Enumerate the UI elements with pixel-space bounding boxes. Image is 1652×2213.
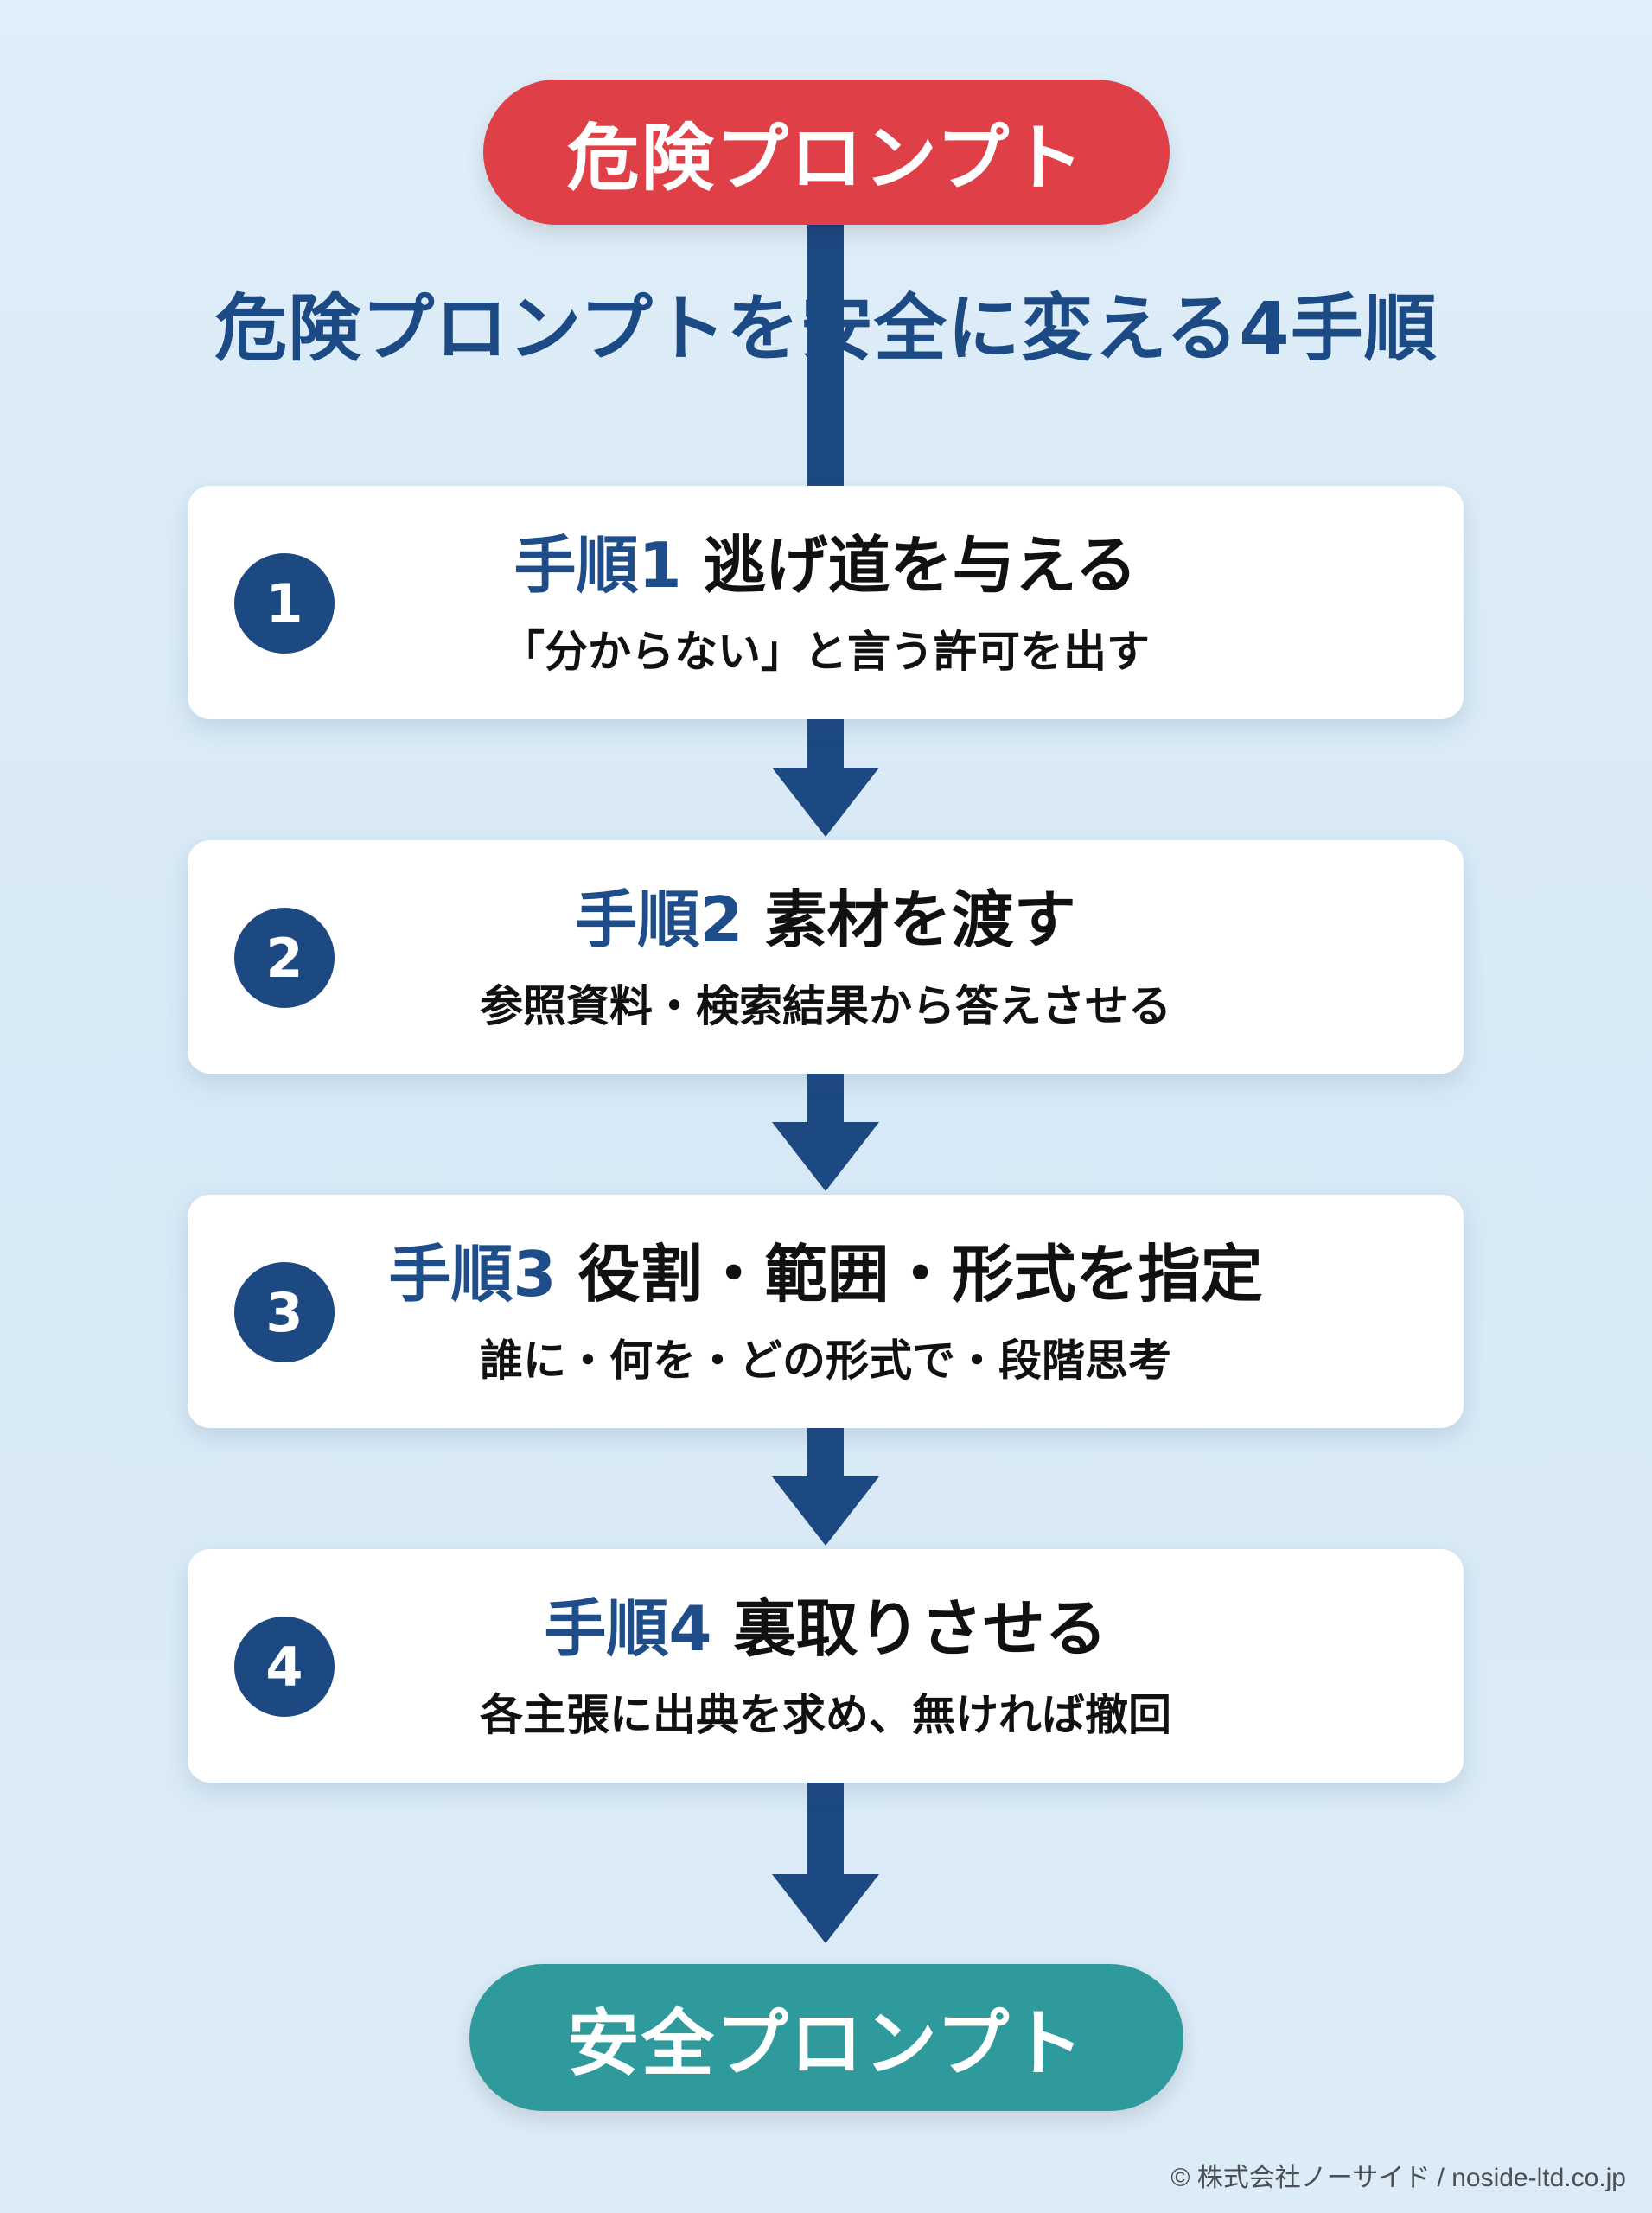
step-heading: 手順3 役割・範囲・形式を指定 <box>188 1231 1464 1317</box>
step-heading: 手順2 素材を渡す <box>188 877 1464 963</box>
arrow-head-2-3 <box>772 1122 879 1191</box>
step-card-2: 2 手順2 素材を渡す 参照資料・検索結果から答えさせる <box>188 840 1464 1074</box>
step-number-badge: 4 <box>234 1617 335 1717</box>
step-label: 手順2 <box>575 883 743 956</box>
step-title: 役割・範囲・形式を指定 <box>577 1238 1263 1311</box>
step-card-4: 4 手順4 裏取りさせる 各主張に出典を求め、無ければ撤回 <box>188 1549 1464 1783</box>
diagram-title: 危険プロンプトを安全に変える4手順 <box>214 286 1438 371</box>
step-description: 各主張に出典を求め、無ければ撤回 <box>480 1690 1171 1740</box>
step-heading: 手順4 裏取りさせる <box>188 1585 1464 1672</box>
step-number-badge: 2 <box>234 908 335 1008</box>
connector-line-3-4 <box>807 1426 844 1480</box>
step-title: 逃げ道を与える <box>703 529 1138 602</box>
end-node-label: 安全プロンプト <box>566 2000 1086 2086</box>
arrow-head-1-2 <box>772 768 879 837</box>
step-label: 手順1 <box>513 529 682 602</box>
step-number-badge: 3 <box>234 1262 335 1362</box>
copyright-credit: © 株式会社ノーサイド / noside-ltd.co.jp <box>1170 2164 1626 2192</box>
step-label: 手順3 <box>388 1238 557 1311</box>
end-node-safe-prompt: 安全プロンプト <box>469 1964 1183 2111</box>
start-node-danger-prompt: 危険プロンプト <box>482 80 1170 225</box>
step-title: 素材を渡す <box>764 883 1076 956</box>
step-number-badge: 1 <box>234 553 335 654</box>
connector-line-4-end <box>807 1781 844 1878</box>
start-node-label: 危険プロンプト <box>566 115 1086 201</box>
step-card-1: 1 手順1 逃げ道を与える 「分からない」と言う許可を出す <box>188 486 1464 719</box>
step-description: 「分からない」と言う許可を出す <box>501 627 1150 677</box>
connector-line-2-3 <box>807 1072 844 1126</box>
step-heading: 手順1 逃げ道を与える <box>188 522 1464 609</box>
arrow-head-3-4 <box>772 1476 879 1546</box>
step-description: 誰に・何を・どの形式で・段階思考 <box>480 1336 1171 1386</box>
connector-line-1-2 <box>807 717 844 771</box>
arrow-head-4-end <box>772 1874 879 1943</box>
step-title: 裏取りさせる <box>733 1592 1107 1665</box>
step-label: 手順4 <box>544 1592 712 1665</box>
step-card-3: 3 手順3 役割・範囲・形式を指定 誰に・何を・どの形式で・段階思考 <box>188 1195 1464 1428</box>
step-description: 参照資料・検索結果から答えさせる <box>480 981 1171 1031</box>
